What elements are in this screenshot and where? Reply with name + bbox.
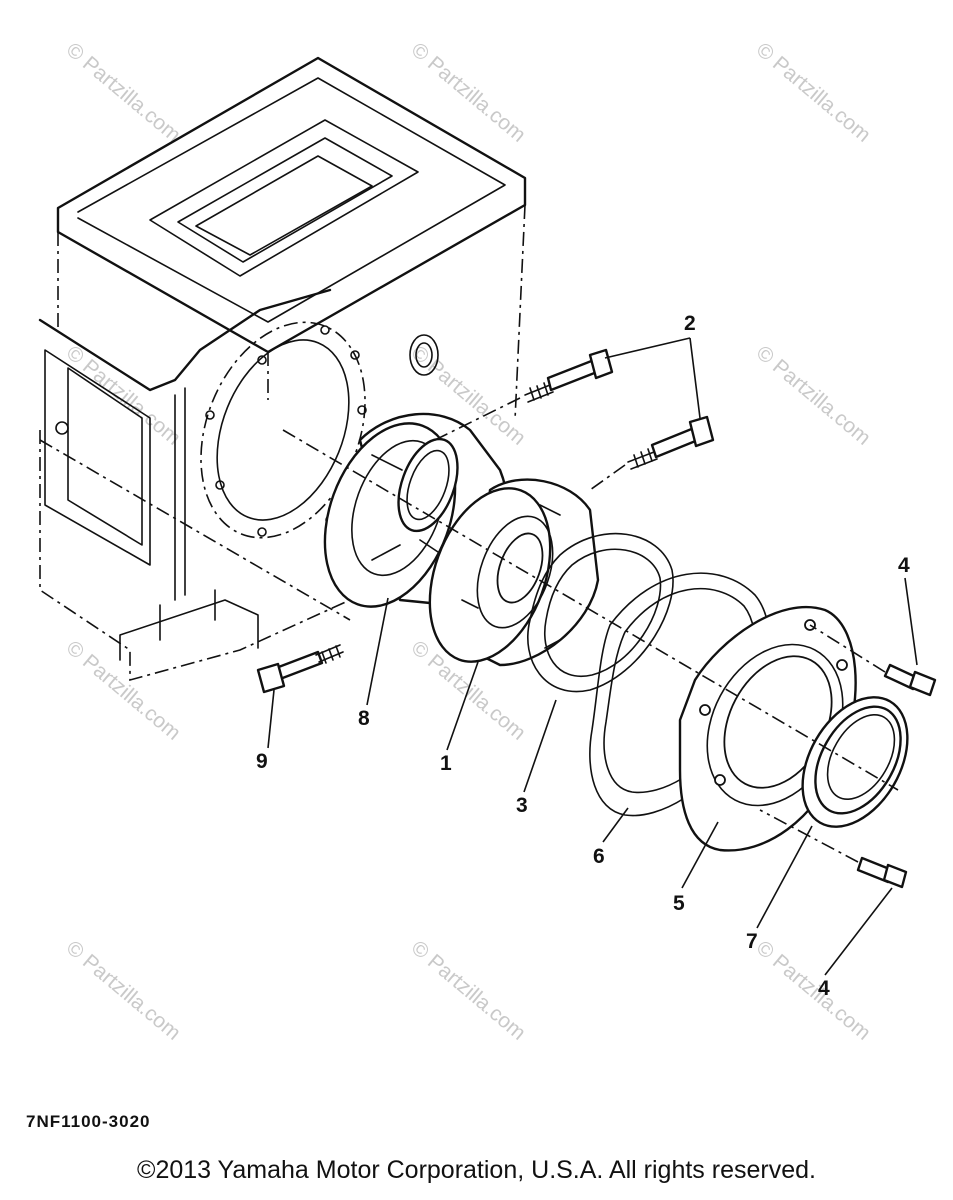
- watermark: © Partzilla.com: [62, 636, 185, 745]
- part-4-bolt-lower: [856, 856, 908, 889]
- watermark: © Partzilla.com: [62, 38, 185, 147]
- callout-labels: 2 4 8 9 1 3 6 5 7 4: [256, 312, 910, 1000]
- callout-label: 2: [684, 312, 696, 335]
- part-7-oil-seal: [801, 696, 909, 828]
- part-9-bolt: [256, 644, 344, 694]
- callout-label: 5: [673, 892, 685, 915]
- crankcase-housing: [38, 56, 527, 682]
- leader-lines: [267, 337, 918, 976]
- watermark: © Partzilla.com: [407, 936, 530, 1045]
- part-2-bolt-lower: [627, 415, 715, 470]
- part-1-bearing-retainer: [428, 478, 600, 667]
- part-2-bolt-upper: [524, 348, 614, 403]
- part-4-bolt-upper: [883, 663, 937, 697]
- copyright-notice: ©2013 Yamaha Motor Corporation, U.S.A. A…: [137, 1156, 816, 1184]
- watermark: © Partzilla.com: [752, 341, 875, 450]
- callout-label: 8: [358, 707, 370, 730]
- watermark: © Partzilla.com: [407, 38, 530, 147]
- callout-label: 6: [593, 845, 605, 868]
- callout-label: 9: [256, 750, 268, 773]
- watermark: © Partzilla.com: [752, 38, 875, 147]
- callout-label: 1: [440, 752, 452, 775]
- callout-label: 3: [516, 794, 528, 817]
- bolts: [256, 348, 937, 889]
- callout-label: 7: [746, 930, 758, 953]
- callout-label: 4: [898, 554, 910, 577]
- watermark: © Partzilla.com: [752, 936, 875, 1045]
- watermark: © Partzilla.com: [62, 341, 185, 450]
- callout-label: 4: [818, 977, 830, 1000]
- watermark: © Partzilla.com: [62, 936, 185, 1045]
- diagram-code: 7NF1100-3020: [26, 1112, 151, 1131]
- assembly-centerlines: [39, 397, 899, 863]
- part-3-gasket: [527, 532, 674, 693]
